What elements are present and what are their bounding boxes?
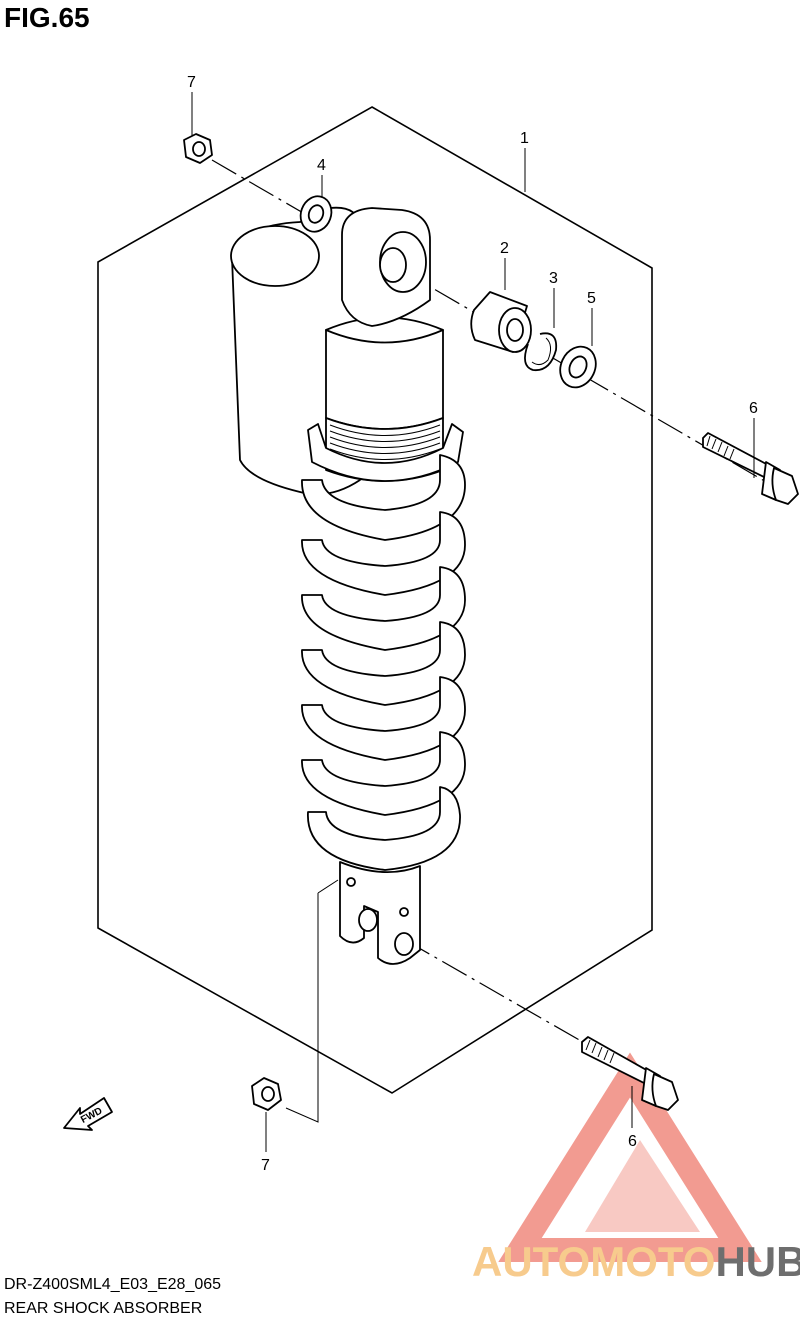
leader-lines [191, 92, 755, 1152]
callout-5: 5 [587, 290, 596, 307]
damper-body [307, 207, 464, 482]
callout-6-lower: 6 [628, 1133, 637, 1150]
callout-6-upper: 6 [749, 400, 758, 417]
axis-line-lower [404, 939, 671, 1093]
callout-1: 1 [520, 130, 529, 147]
part-lower-bolt [581, 1036, 679, 1111]
part-upper-nut [183, 133, 213, 164]
diagram-name: REAR SHOCK ABSORBER [4, 1300, 203, 1317]
watermark-word-automoto: AUTOMOTO [472, 1238, 715, 1285]
lower-clevis [339, 861, 421, 965]
callout-7-lower: 7 [261, 1157, 270, 1174]
watermark-triangle [498, 1052, 762, 1262]
assembly-boundary [97, 106, 653, 1094]
callout-7-upper: 7 [187, 74, 196, 91]
coil-spring [301, 454, 466, 871]
part-side-washer [559, 345, 597, 389]
axis-line-lower-nut-b [317, 879, 339, 894]
figure-title: FIG.65 [4, 2, 90, 33]
watermark-logo: AUTOMOTOHUB [472, 1052, 800, 1285]
axis-line-lower-nut [285, 893, 319, 1123]
watermark-text: AUTOMOTOHUB [472, 1238, 800, 1285]
part-lower-nut [251, 1077, 282, 1111]
diagram-code: DR-Z400SML4_E03_E28_065 [4, 1276, 222, 1293]
part-upper-bolt [702, 432, 799, 505]
callout-4: 4 [317, 157, 326, 174]
part-circlip [524, 332, 558, 372]
callout-3: 3 [549, 270, 558, 287]
callout-2: 2 [500, 240, 509, 257]
part-bushing [470, 291, 532, 353]
watermark-word-hub: HUB [715, 1238, 800, 1285]
watermark-triangle-inner [585, 1140, 700, 1232]
fwd-direction-arrow: FWD [63, 1097, 113, 1131]
